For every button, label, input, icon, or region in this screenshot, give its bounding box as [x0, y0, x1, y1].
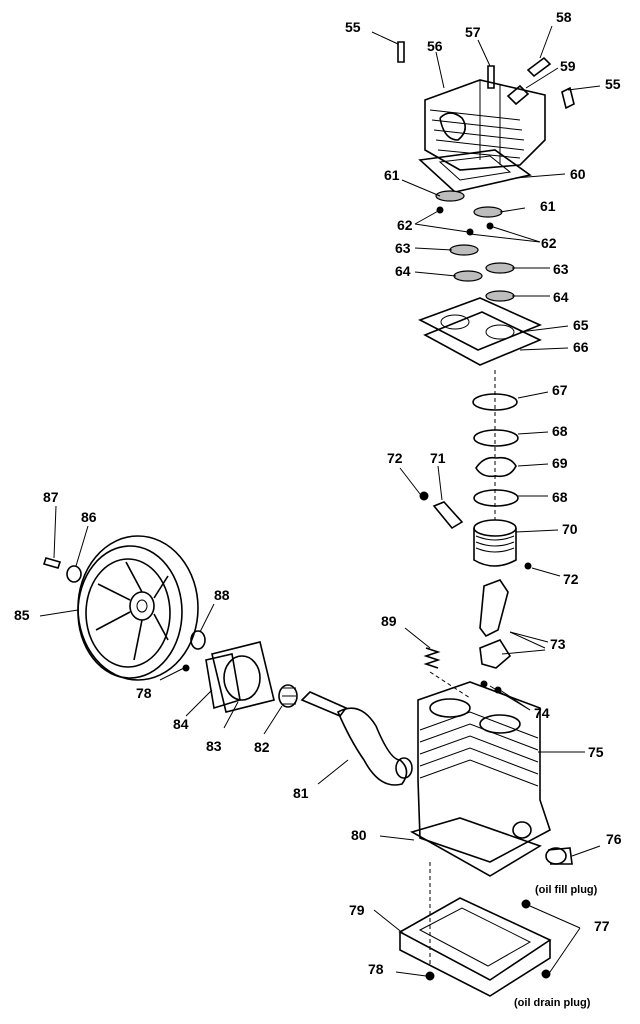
- label-part-60: 60: [570, 166, 586, 182]
- label-part-74: 74: [534, 705, 550, 721]
- head-gasket: [418, 149, 566, 193]
- label-part-85: 85: [14, 607, 30, 623]
- label-part-68-top: 68: [552, 423, 568, 439]
- label-part-62-right: 62: [541, 235, 557, 251]
- label-part-72-top: 72: [387, 450, 403, 466]
- label-part-80: 80: [351, 827, 367, 843]
- label-part-58: 58: [556, 9, 572, 25]
- label-part-59: 59: [560, 58, 576, 74]
- bearing: [263, 684, 298, 735]
- connecting-rod: [479, 579, 549, 711]
- flywheel-pulley: [39, 535, 199, 681]
- pulley-bolt: [42, 505, 89, 583]
- label-part-61-left: 61: [384, 167, 400, 183]
- bolt-left: [159, 664, 190, 681]
- label-part-68-bottom: 68: [552, 489, 568, 505]
- label-part-79: 79: [349, 902, 365, 918]
- label-part-77: 77: [594, 918, 610, 934]
- crankcase: [417, 681, 585, 863]
- label-part-66: 66: [573, 339, 589, 355]
- oil-plug: [545, 845, 601, 865]
- label-part-64-right: 64: [553, 289, 569, 305]
- label-part-84: 84: [173, 716, 189, 732]
- label-part-69: 69: [552, 455, 568, 471]
- base-plate: [373, 862, 581, 997]
- label-part-70: 70: [562, 521, 578, 537]
- label-part-88: 88: [214, 587, 230, 603]
- spring: [404, 627, 471, 699]
- label-part-76: 76: [606, 831, 622, 847]
- label-part-78-bottom: 78: [368, 961, 384, 977]
- label-part-75: 75: [588, 744, 604, 760]
- label-part-86: 86: [81, 509, 97, 525]
- label-part-61-right: 61: [540, 198, 556, 214]
- key: [190, 603, 215, 650]
- label-part-81: 81: [293, 785, 309, 801]
- label-part-82: 82: [254, 739, 270, 755]
- label-part-63-right: 63: [553, 261, 569, 277]
- label-oil-fill-plug: (oil fill plug): [535, 884, 598, 896]
- label-part-83: 83: [206, 738, 222, 754]
- label-part-57: 57: [465, 24, 481, 40]
- label-part-78-left: 78: [136, 685, 152, 701]
- label-part-72-bottom: 72: [563, 571, 579, 587]
- label-part-55-right: 55: [605, 76, 621, 92]
- label-part-55-top: 55: [345, 19, 361, 35]
- label-part-65: 65: [573, 317, 589, 333]
- crankshaft: [300, 691, 413, 786]
- head-fittings: [371, 25, 601, 110]
- label-oil-drain-plug: (oil drain plug): [514, 997, 591, 1009]
- valve-parts: [401, 179, 550, 302]
- label-part-63-left: 63: [395, 240, 411, 256]
- piston-rings: [472, 391, 549, 507]
- label-part-73: 73: [550, 636, 566, 652]
- base-gasket: [379, 817, 542, 877]
- label-part-67: 67: [552, 382, 568, 398]
- cylinder-head: [424, 79, 546, 171]
- label-part-71: 71: [430, 450, 446, 466]
- label-part-89: 89: [381, 613, 397, 629]
- label-part-87: 87: [43, 489, 59, 505]
- label-part-62-left: 62: [397, 217, 413, 233]
- label-part-64-left: 64: [395, 263, 411, 279]
- piston: [399, 370, 561, 577]
- bearing-housing: [185, 641, 275, 729]
- valve-plate: [418, 297, 569, 366]
- label-part-56: 56: [427, 38, 443, 54]
